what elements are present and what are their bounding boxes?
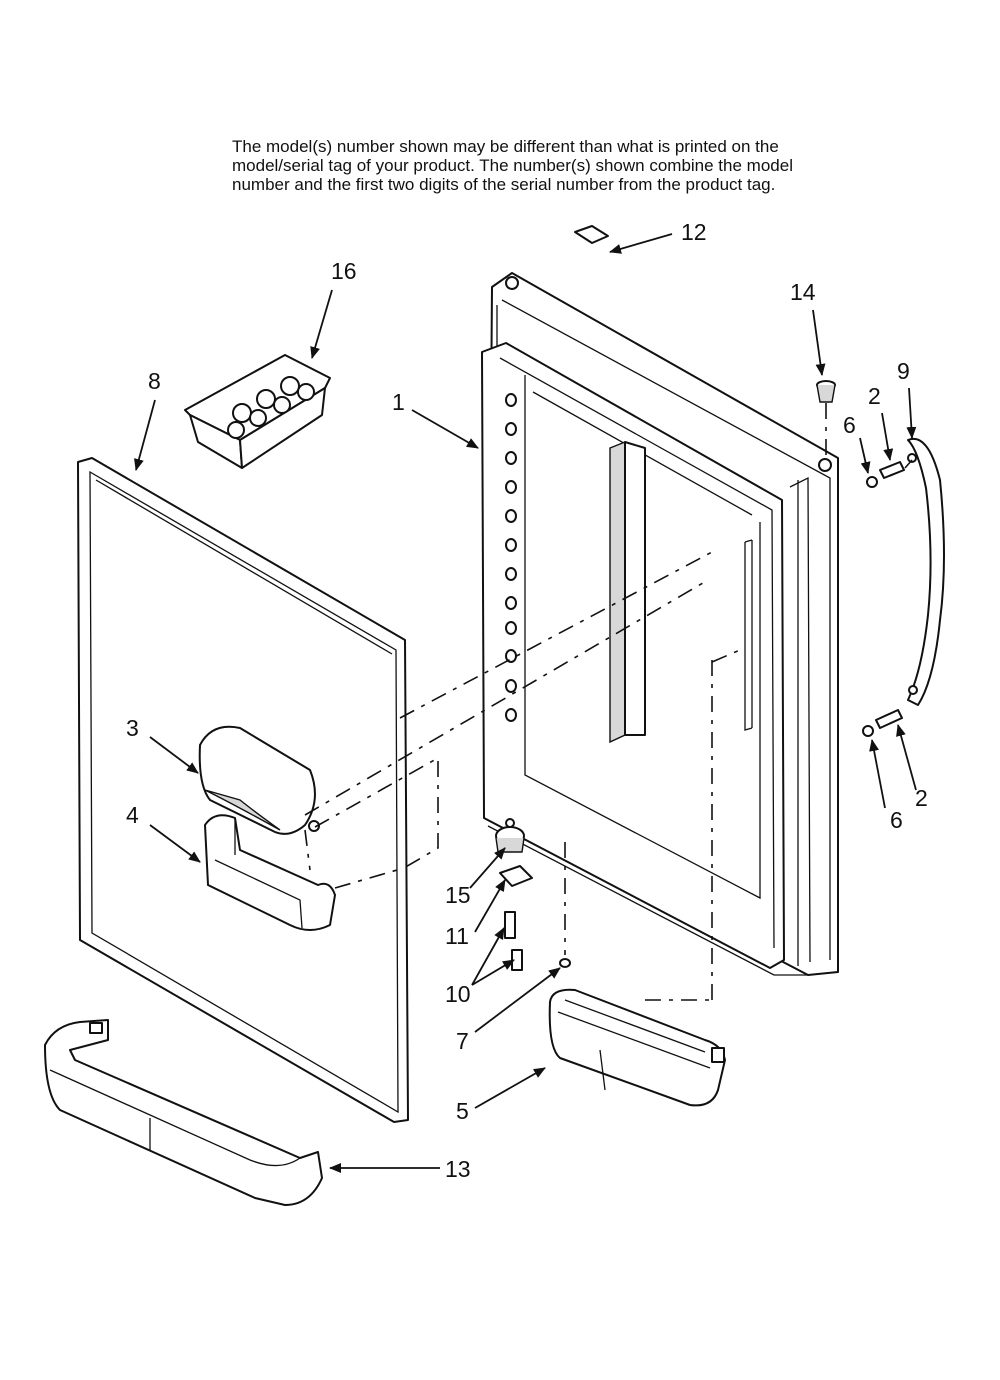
bottom-trim xyxy=(44,1019,323,1206)
handle-part xyxy=(907,437,945,706)
note-line-2: model/serial tag of your product. The nu… xyxy=(232,156,793,175)
door-bin xyxy=(548,988,726,1107)
shelf-rail-studs xyxy=(505,393,517,722)
callout-10: 10 xyxy=(445,981,471,1007)
callout-15: 15 xyxy=(445,882,471,908)
plug-part xyxy=(559,958,571,968)
callout-2-bottom: 2 xyxy=(915,785,928,811)
handle-screw-bottom xyxy=(862,709,903,737)
note-line-3: number and the first two digits of the s… xyxy=(232,175,776,194)
callout-12: 12 xyxy=(681,219,707,245)
callout-6-bottom: 6 xyxy=(890,807,903,833)
callout-8: 8 xyxy=(148,368,161,394)
callout-14: 14 xyxy=(790,279,816,305)
bushing-part xyxy=(816,380,836,403)
callout-11: 11 xyxy=(445,923,469,949)
handle-screw-top xyxy=(866,461,905,488)
callout-2-top: 2 xyxy=(868,383,881,409)
callout-6-top: 6 xyxy=(843,412,856,438)
callout-labels: 16 8 1 12 14 9 2 6 2 6 3 4 15 11 10 7 5 … xyxy=(126,219,928,1182)
egg-tray xyxy=(184,354,331,469)
top-cap-part xyxy=(574,225,609,244)
callout-1: 1 xyxy=(392,389,405,415)
callout-9: 9 xyxy=(897,358,910,384)
door-liner xyxy=(481,272,839,976)
assembly-lines xyxy=(304,403,913,1001)
dispenser-bin xyxy=(204,814,336,931)
callout-4: 4 xyxy=(126,802,139,828)
callout-13: 13 xyxy=(445,1156,471,1182)
note-line-1: The model(s) number shown may be differe… xyxy=(232,137,779,156)
dispenser-cover xyxy=(198,725,320,835)
callout-3: 3 xyxy=(126,715,139,741)
model-number-note: The model(s) number shown may be differe… xyxy=(232,137,852,194)
callout-7: 7 xyxy=(456,1028,469,1054)
callout-16: 16 xyxy=(331,258,357,284)
leader-arrows xyxy=(134,233,917,1173)
hinge-plate-part xyxy=(499,865,533,887)
callout-5: 5 xyxy=(456,1098,469,1124)
